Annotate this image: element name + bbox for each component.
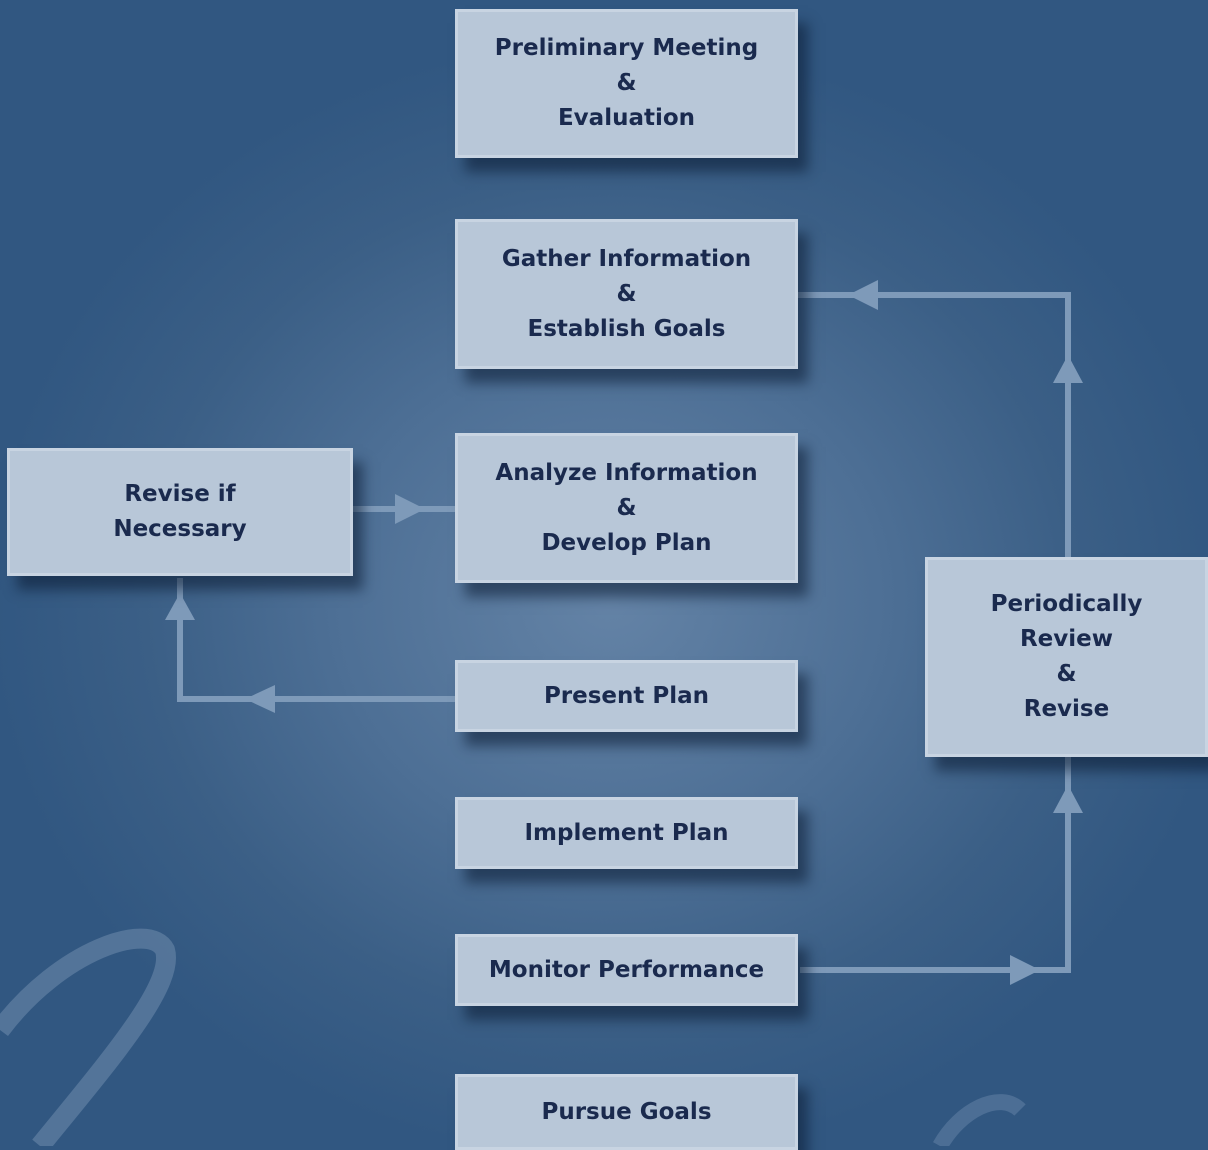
box-preliminary-meeting-line-1: Preliminary Meeting <box>494 35 759 61</box>
arrowhead-right-icon <box>395 494 425 524</box>
box-gather-information: Gather Information & Establish Goals <box>455 219 798 369</box>
box-periodically-review: Periodically Review & Revise <box>925 557 1208 757</box>
arrowhead-up-icon <box>165 593 195 620</box>
box-revise-if-necessary-line-1: Revise if <box>124 481 236 507</box>
box-gather-information-line-2: & <box>616 280 637 307</box>
box-periodically-review-line-1: Periodically <box>990 591 1143 617</box>
connector-monitor-to-periodic <box>800 756 1071 973</box>
box-pursue-goals: Pursue Goals <box>455 1074 798 1150</box>
box-gather-information-line-1: Gather Information <box>501 245 752 272</box>
connector-present-to-revise <box>177 578 458 702</box>
connector-periodic-to-gather <box>798 292 1071 558</box>
box-pursue-goals-line-1: Pursue Goals <box>541 1098 712 1125</box>
box-periodically-review-line-4: Revise <box>1023 696 1110 722</box>
box-preliminary-meeting-line-3: Evaluation <box>557 105 696 131</box>
box-monitor-performance: Monitor Performance <box>455 934 798 1006</box>
box-implement-plan: Implement Plan <box>455 797 798 869</box>
arrowhead-left-icon <box>848 280 878 310</box>
arrowhead-up-icon <box>1053 355 1083 383</box>
box-analyze-information-line-1: Analyze Information <box>495 459 758 486</box>
box-analyze-information-line-3: Develop Plan <box>541 529 712 556</box>
box-revise-if-necessary-line-2: Necessary <box>113 516 247 542</box>
box-revise-if-necessary: Revise if Necessary <box>7 448 353 576</box>
box-analyze-information: Analyze Information & Develop Plan <box>455 433 798 583</box>
decorative-swash-2 <box>933 1094 1026 1146</box>
box-present-plan-line-1: Present Plan <box>543 682 710 709</box>
box-preliminary-meeting: Preliminary Meeting & Evaluation <box>455 9 798 158</box>
box-preliminary-meeting-line-2: & <box>616 70 637 96</box>
arrowhead-right-icon <box>1010 955 1040 985</box>
box-periodically-review-line-3: & <box>1056 661 1077 687</box>
arrowhead-up-icon <box>1053 785 1083 813</box>
box-monitor-performance-line-1: Monitor Performance <box>488 956 765 983</box>
box-gather-information-line-3: Establish Goals <box>527 315 726 342</box>
arrowhead-left-icon <box>245 685 275 713</box>
box-analyze-information-line-2: & <box>616 494 637 521</box>
box-implement-plan-line-1: Implement Plan <box>524 819 729 846</box>
decorative-swash <box>0 928 176 1146</box>
box-periodically-review-line-2: Review <box>1019 626 1114 652</box>
box-present-plan: Present Plan <box>455 660 798 732</box>
